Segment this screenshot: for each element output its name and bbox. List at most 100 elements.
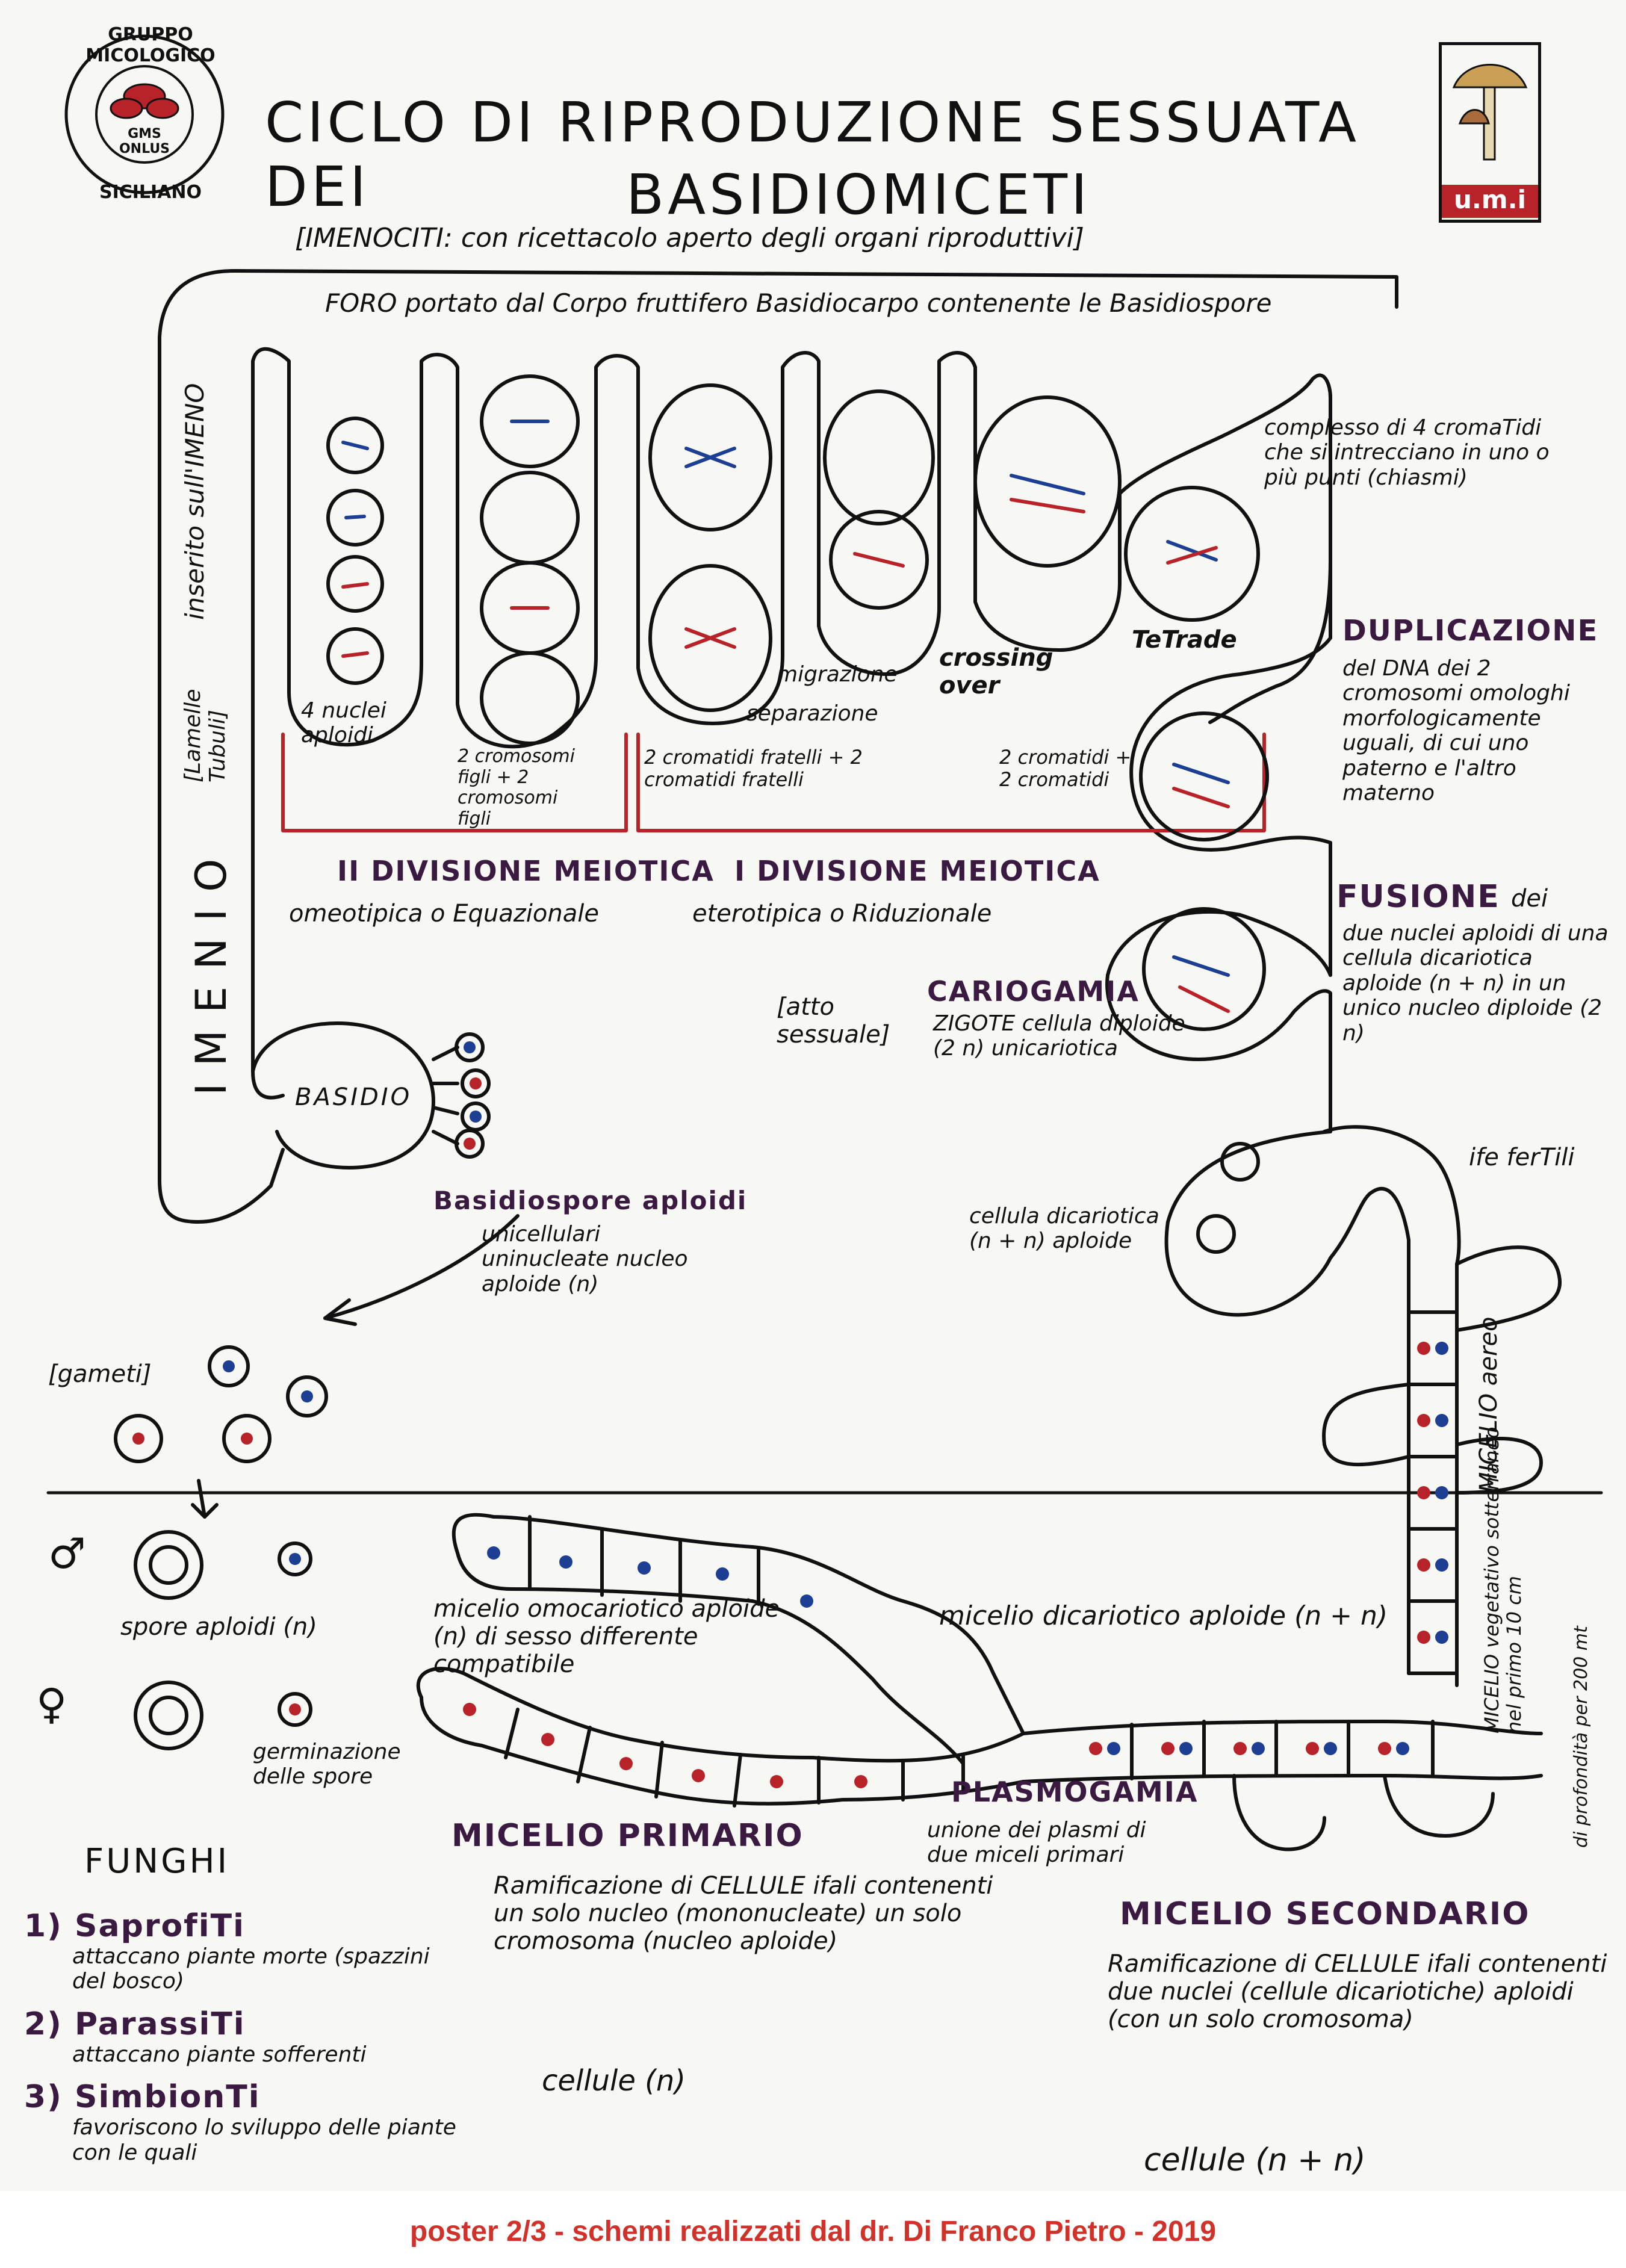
arrow-spore (323, 1214, 520, 1320)
nucleus-red (464, 1138, 476, 1150)
bracket-II (281, 733, 628, 832)
gms-logo-emblem (64, 34, 225, 194)
label-crossing-over: crossing over (939, 644, 1053, 699)
funghi-item: 3) SimbionTi favoriscono lo sviluppo del… (24, 2079, 458, 2165)
fusione-title-rest: dei (1511, 885, 1548, 912)
nucleus-cell (326, 417, 384, 474)
cariogamia-title: CARIOGAMIA (927, 975, 1140, 1008)
fus-nucleus (1142, 907, 1266, 1031)
chromosome-blue (1166, 540, 1218, 562)
nucleus-blue (289, 1553, 301, 1565)
division-cell (480, 651, 580, 745)
imenoforo-side-text: inserito sull'IMENO (180, 383, 209, 620)
chromosome-blue (1172, 763, 1230, 784)
chromosome-red (1166, 546, 1218, 565)
nucleus-blue (301, 1390, 313, 1402)
nucleus-cell (326, 489, 384, 547)
basidio-spore (461, 1101, 491, 1132)
dicar-nucleus (1220, 1142, 1260, 1182)
germinazione-label: germinazione delle spore (253, 1740, 401, 1789)
funghi-item-label: 2) ParassiTi (24, 2006, 246, 2042)
funghi-item-label: 1) SaprofiTi (24, 1908, 245, 1944)
nucleus-red (770, 1775, 783, 1788)
imenio-frame (158, 269, 285, 1224)
chromosome-blue (341, 441, 369, 450)
ife-branch-right (1455, 1245, 1562, 1332)
chromosome-blue (1172, 955, 1230, 977)
nucleus-red (1417, 1342, 1430, 1355)
basidio-spore (461, 1068, 491, 1098)
nucleus-cell (326, 627, 384, 685)
ife-fertili (1164, 1125, 1461, 1687)
spore-inner (149, 1545, 188, 1585)
division-cell (973, 395, 1122, 568)
nucleus-red (289, 1703, 301, 1715)
micelio-secondario (1022, 1720, 1543, 1783)
basidiospore-title: Basidiospore aploidi (433, 1186, 748, 1215)
nucleus-red (132, 1433, 144, 1445)
nucleus-red (854, 1775, 867, 1788)
micelio-secondario-text: Ramificazione di CELLULE ifali contenent… (1108, 1950, 1607, 2033)
micelio-vegetativo-label: MICELIO vegetativo sotterraneo nel primo… (1480, 1427, 1525, 1734)
nucleus-blue (1435, 1558, 1448, 1572)
division-cell (480, 374, 580, 468)
funghi-item: 1) SaprofiTi attaccano piante morte (spa… (24, 1908, 458, 1994)
nucleus-red (1306, 1742, 1319, 1755)
label-cromatidi: 2 cromatidi + 2 cromatidi (999, 746, 1132, 791)
spore-aploidi-label: spore aploidi (n) (120, 1613, 317, 1641)
bracket-I (636, 733, 1266, 832)
nucleus-blue (223, 1360, 235, 1372)
nucleus-red (541, 1733, 554, 1746)
dicariotica-label: cellula dicariotica (n + n) aploide (969, 1204, 1159, 1254)
nucleus-blue (1435, 1342, 1448, 1355)
basidio-label: BASIDIO (295, 1083, 412, 1111)
basidio-spore (455, 1129, 485, 1159)
page-title: CICLO DI RIPRODUZIONE SESSUATA DEI (265, 90, 1361, 219)
spore-inner (149, 1696, 188, 1735)
label-nuclei-aploidi: 4 nuclei aploidi (301, 698, 386, 748)
micelio-dicariotico-label: micelio dicariotico aploide (n + n) (939, 1600, 1388, 1631)
gamete (208, 1345, 250, 1387)
funghi-item-text: attaccano piante sofferenti (72, 2042, 367, 2067)
spore-outer (134, 1681, 203, 1750)
micelio-branch-down (1232, 1774, 1326, 1851)
nucleus-red (1233, 1742, 1247, 1755)
dup-nucleus (1139, 711, 1269, 841)
nucleus-red (1378, 1742, 1391, 1755)
tetrade-cell (1124, 486, 1260, 622)
spore-germ (278, 1692, 312, 1727)
nucleus-red (1417, 1631, 1430, 1644)
gamete (286, 1375, 328, 1418)
umi-logo: u.m.i (1439, 42, 1541, 223)
mushroom-icon (1452, 64, 1528, 161)
divisione-II-sub: omeotipica o Equazionale (289, 900, 599, 928)
fusione-title: FUSIONE (1336, 879, 1500, 915)
nucleus-blue (1435, 1631, 1448, 1644)
division-cell (648, 383, 772, 531)
duplicazione-text: del DNA dei 2 cromosomi omologhi morfolo… (1342, 656, 1570, 805)
nucleus-blue (800, 1594, 813, 1608)
nucleus-blue (1435, 1486, 1448, 1499)
gms-center-text: GMS ONLUS (119, 126, 170, 156)
nucleus-red (463, 1703, 476, 1716)
nucleus-blue (487, 1546, 500, 1560)
female-symbol: ♀ (36, 1679, 67, 1729)
lamelle-label: [Lamelle Tubuli] (181, 689, 231, 782)
nucleus-red (1417, 1414, 1430, 1427)
gms-logo: GRUPPO MICOLOGICO GMS ONLUS SICILIANO (36, 24, 253, 205)
micelio-secondario-title: MICELIO SECONDARIO (1120, 1896, 1530, 1932)
sterigmi (432, 1046, 459, 1145)
chromosome-red (341, 582, 369, 589)
divisione-I-sub: eterotipica o Riduzionale (692, 900, 992, 928)
imenio-top (233, 269, 1398, 309)
gameti-label: [gameti] (48, 1360, 152, 1388)
division-cell (829, 510, 929, 610)
male-symbol: ♂ (48, 1529, 86, 1578)
nucleus-red (1417, 1558, 1430, 1572)
cariogamia-bracket: [atto sessuale] (777, 993, 890, 1049)
chromosome-blue (1010, 474, 1085, 495)
gamete (222, 1414, 272, 1463)
footer-bar: poster 2/3 - schemi realizzati dal dr. D… (0, 2191, 1626, 2268)
micelio-branch-down2 (1383, 1774, 1495, 1838)
